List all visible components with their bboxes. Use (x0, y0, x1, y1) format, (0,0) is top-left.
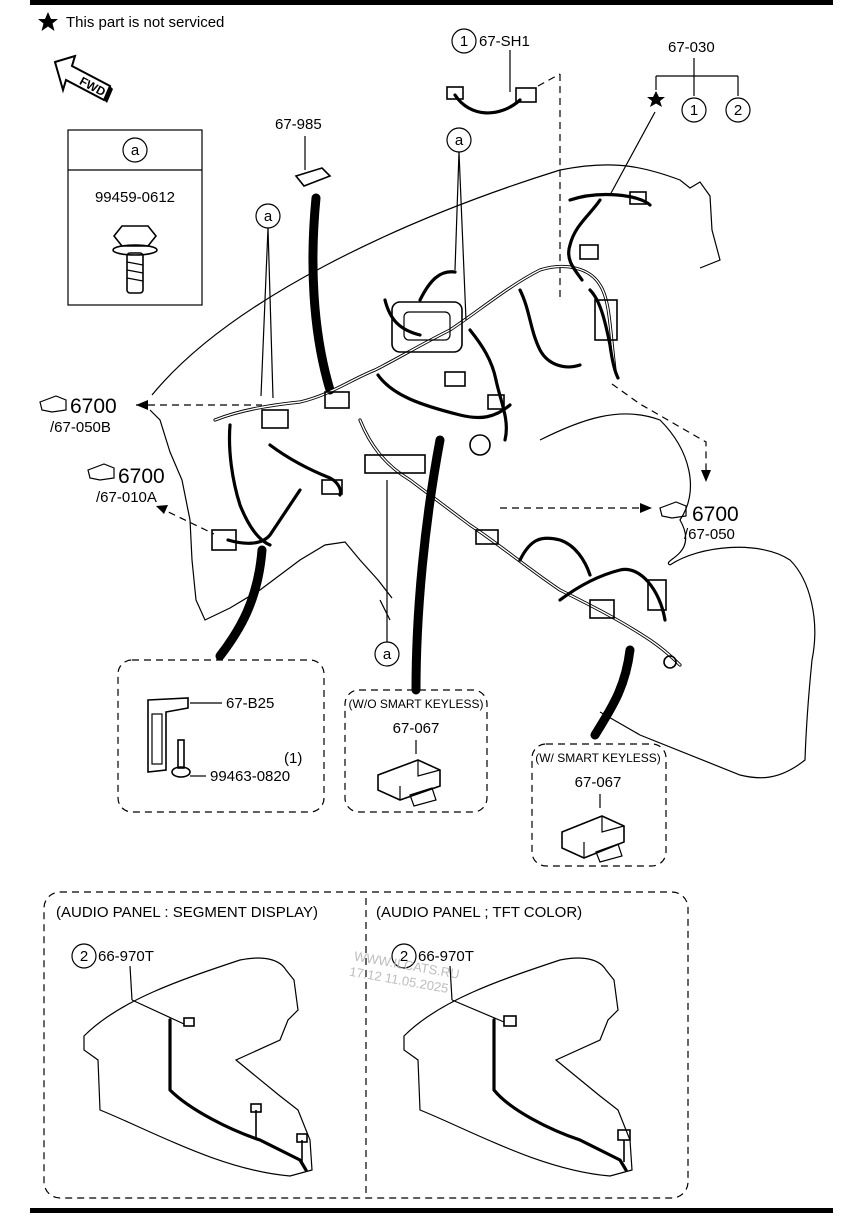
main-harness-part: 67-030 (668, 39, 715, 56)
audio-panel-box: (AUDIO PANEL : SEGMENT DISPLAY) 2 66-970… (43, 891, 689, 1199)
sh1-part: 67-SH1 (479, 33, 530, 50)
ref-sub: /67-050 (684, 526, 735, 543)
ref-sub: /67-050B (50, 419, 111, 436)
clip-a-callout-left: a (255, 203, 281, 399)
wo-smart-keyless-box: (W/O SMART KEYLESS) 67-067 (344, 689, 488, 813)
screw-part: 99463-0820 (210, 768, 290, 785)
audio-left-part: 66-970T (98, 948, 154, 965)
audio-right-title: (AUDIO PANEL ; TFT COLOR) (376, 904, 582, 921)
top-rule (30, 0, 833, 5)
w-smart-title: (W/ SMART KEYLESS) (535, 751, 661, 765)
main-harness-option-1: 1 (690, 102, 698, 119)
connector-985-part: 67-985 (275, 116, 322, 133)
ref-callout-left-mid: 6700 /67-010A (87, 463, 215, 535)
main-harness-option-2: 2 (734, 102, 742, 119)
connector-985-callout: 67-985 (275, 116, 335, 395)
ref-callout-left-top: 6700 /67-050B (39, 395, 262, 436)
w-smart-keyless-box: (W/ SMART KEYLESS) 67-067 (531, 743, 667, 867)
screw-icon (171, 739, 191, 778)
harness-shield-callout: 1 67-SH1 (446, 28, 561, 300)
bolt-callout-box: a 99459-0612 (67, 129, 203, 306)
audio-left-title: (AUDIO PANEL : SEGMENT DISPLAY) (56, 904, 318, 921)
hand-pointer-icon (659, 501, 687, 519)
bolt-box-letter: a (131, 142, 140, 159)
main-wire-harness (211, 191, 682, 669)
bracket-part: 67-B25 (226, 695, 274, 712)
connector-icon (377, 759, 441, 807)
ref-code: 6700 (118, 465, 165, 488)
clip-letter: a (383, 646, 392, 663)
bracket-detail-box: 67-B25 (1) 99463-0820 (117, 659, 325, 813)
w-smart-leader (590, 645, 635, 740)
ref-code: 6700 (692, 503, 739, 526)
wo-smart-title: (W/O SMART KEYLESS) (349, 697, 484, 711)
audio-right-part: 66-970T (418, 948, 474, 965)
ref-callout-right: 6700 /67-050 (500, 383, 739, 543)
connector-icon (561, 815, 625, 863)
sh1-number: 1 (460, 33, 468, 50)
audio-right-number: 2 (400, 948, 408, 965)
bracket-leader (215, 545, 267, 661)
clip-a-callout-top: a (446, 127, 472, 321)
hand-pointer-icon (87, 463, 115, 481)
ref-code: 6700 (70, 395, 117, 418)
w-smart-part: 67-067 (575, 774, 622, 791)
main-harness-callout: 67-030 1 2 (609, 39, 751, 196)
clip-letter: a (455, 132, 464, 149)
star-icon (647, 91, 665, 107)
wo-smart-leader (411, 435, 445, 695)
clip-letter: a (264, 208, 273, 225)
hand-pointer-icon (39, 395, 67, 413)
dashboard-outline (149, 164, 816, 779)
screw-qty: (1) (284, 750, 302, 767)
audio-left-number: 2 (80, 948, 88, 965)
star-icon (38, 12, 58, 31)
fwd-arrow-icon: FWD (53, 54, 113, 103)
clip-a-callout-bottom: a (374, 480, 400, 667)
wo-smart-part: 67-067 (393, 720, 440, 737)
bolt-icon (112, 225, 158, 294)
ref-sub: /67-010A (96, 489, 157, 506)
bottom-rule (30, 1208, 833, 1213)
bolt-part-number: 99459-0612 (95, 189, 175, 206)
not-serviced-note: This part is not serviced (66, 14, 224, 31)
